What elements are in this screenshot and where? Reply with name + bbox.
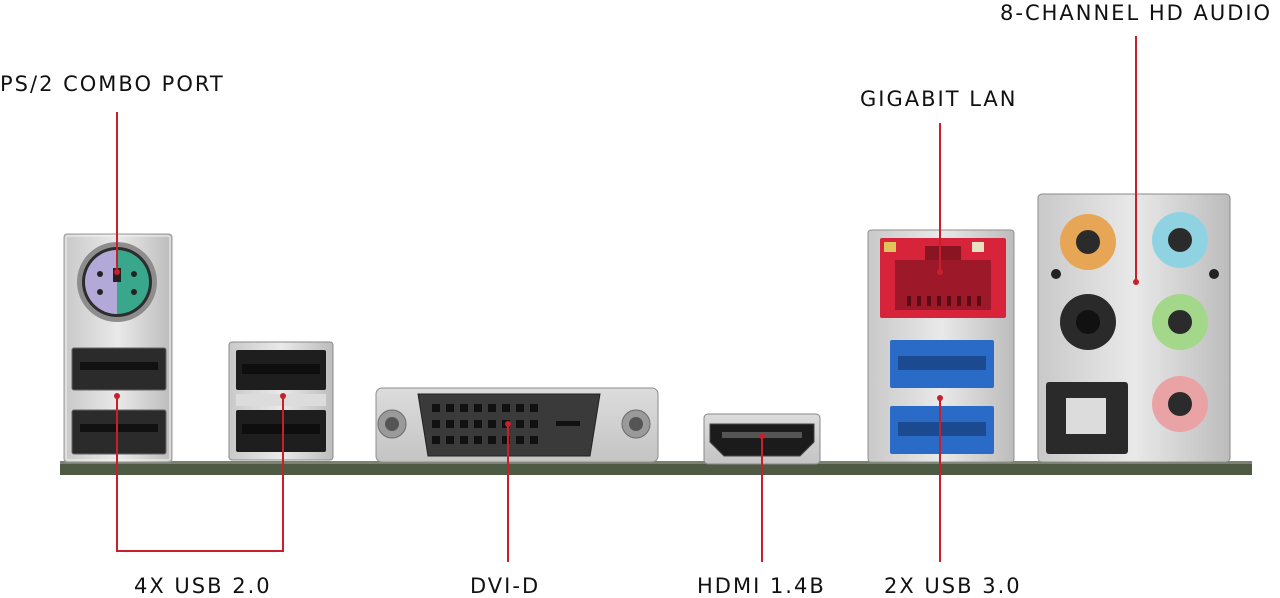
label-dvi-d: DVI-D: [470, 574, 541, 598]
audio-stack: [1037, 193, 1231, 463]
label-hdmi: HDMI 1.4B: [697, 574, 826, 598]
label-4x-usb-2: 4X USB 2.0: [134, 574, 272, 598]
usb2-stack: [228, 341, 334, 461]
dvi-d-port: [375, 387, 659, 463]
lan-usb3-stack: [867, 229, 1015, 463]
motherboard-pcb: [60, 461, 1252, 475]
ps2-port-icon: [77, 242, 157, 322]
leader-line-usb2: [116, 396, 284, 552]
label-ps2-combo-port: PS/2 COMBO PORT: [0, 72, 225, 96]
label-2x-usb-3: 2X USB 3.0: [884, 574, 1022, 598]
ps2-usb-stack: [63, 233, 173, 463]
label-8-channel-hd-audio: 8-CHANNEL HD AUDIO: [1000, 1, 1273, 25]
label-gigabit-lan: GIGABIT LAN: [860, 87, 1018, 111]
